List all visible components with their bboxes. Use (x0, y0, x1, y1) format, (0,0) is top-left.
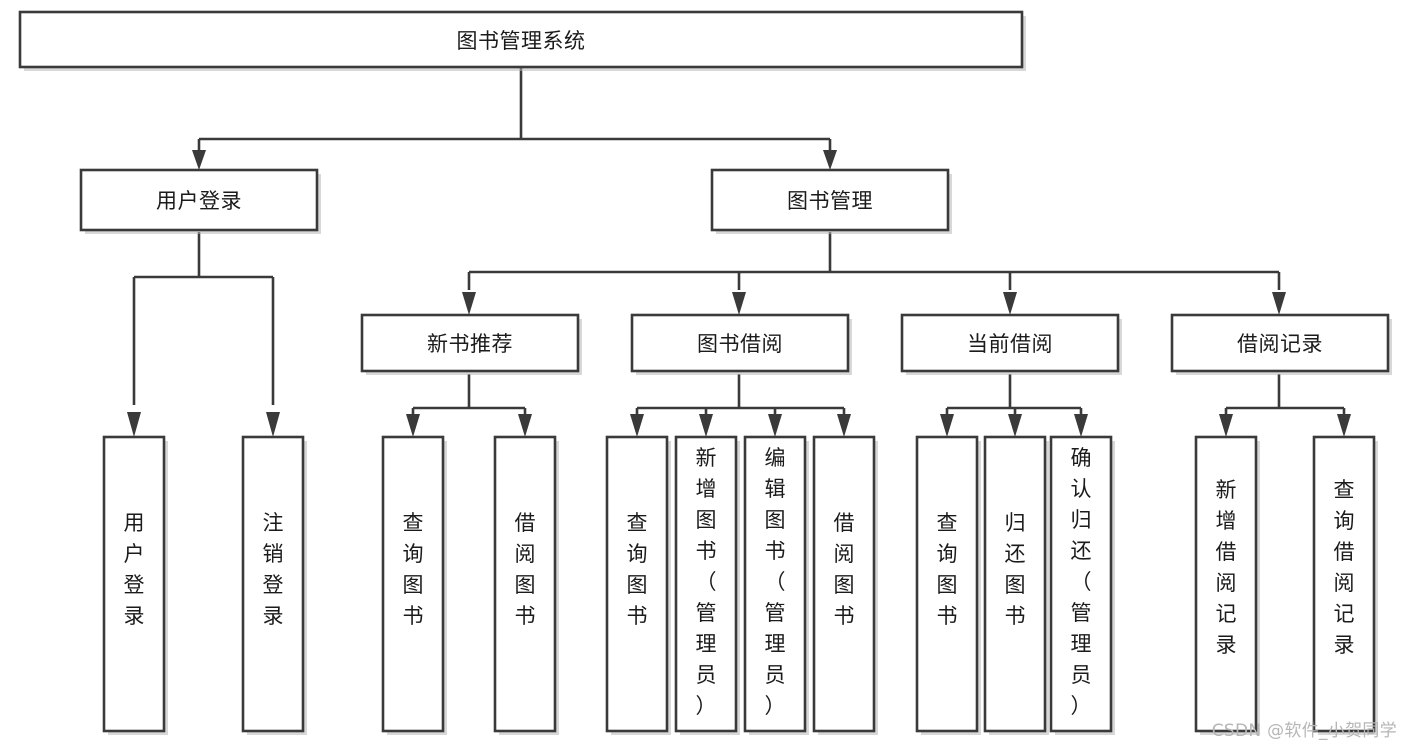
node-leaf-return-book[interactable]: 归还图书 (983, 435, 1049, 735)
node-user-login[interactable]: 用户登录 (79, 168, 321, 234)
leaf-nodes-layer: 用户登录 注销登录 查询图书 借阅图书 查询图书 (102, 435, 1378, 735)
node-borrow-record[interactable]: 借阅记录 (1170, 313, 1392, 375)
csdn-watermark: CSDN @软件_小贺同学 (1211, 721, 1397, 741)
node-root[interactable]: 图书管理系统 (18, 10, 1026, 71)
node-leaf-borrow-book-1-box[interactable] (493, 435, 557, 733)
node-current-borrow-label: 当前借阅 (967, 332, 1053, 356)
connector-layer (127, 68, 1351, 437)
node-leaf-borrow-book-2[interactable]: 借阅图书 (812, 435, 878, 735)
node-leaf-edit-book-box[interactable] (743, 435, 807, 733)
node-book-management-label: 图书管理 (787, 189, 873, 213)
node-leaf-add-book-label: 新增图书（管理员） (696, 446, 717, 718)
arrow-head-leaf-query-book-3 (940, 414, 954, 437)
node-leaf-query-book-3-label: 查询图书 (937, 511, 958, 628)
node-leaf-add-book[interactable]: 新增图书（管理员） (674, 435, 740, 735)
arrow-head-leaf-add-record (1219, 414, 1233, 437)
node-leaf-confirm-return[interactable]: 确认归还（管理员） (1049, 435, 1115, 735)
node-leaf-user-login-box[interactable] (102, 435, 166, 733)
node-leaf-add-record-label: 新增借阅记录 (1216, 478, 1237, 657)
node-leaf-borrow-book-1[interactable]: 借阅图书 (493, 435, 559, 735)
arrow-head-leaf-query-book-1 (406, 414, 420, 437)
node-leaf-logout[interactable]: 注销登录 (241, 435, 307, 735)
node-leaf-borrow-book-2-label: 借阅图书 (834, 511, 855, 628)
node-leaf-query-book-2-box[interactable] (605, 435, 669, 733)
node-leaf-query-book-1-box[interactable] (381, 435, 445, 733)
arrow-head-leaf-user-login (127, 412, 141, 437)
node-leaf-query-record-label: 查询借阅记录 (1334, 478, 1355, 657)
node-leaf-edit-book[interactable]: 编辑图书（管理员） (743, 435, 809, 735)
node-leaf-query-book-3-box[interactable] (915, 435, 979, 733)
arrow-head-leaf-query-book-2 (630, 414, 644, 437)
arrow-head-leaf-borrow-book-2 (837, 414, 851, 437)
node-root-box[interactable] (18, 10, 1024, 69)
arrow-head-user-login (192, 150, 206, 170)
node-leaf-borrow-book-2-box[interactable] (812, 435, 876, 733)
node-leaf-query-book-2[interactable]: 查询图书 (605, 435, 671, 735)
arrow-head-leaf-confirm-return (1074, 414, 1088, 437)
node-leaf-query-book-3[interactable]: 查询图书 (915, 435, 981, 735)
node-borrow-record-label: 借阅记录 (1237, 332, 1323, 356)
arrow-head-leaf-edit-book (768, 414, 782, 437)
node-user-login-label: 用户登录 (156, 189, 242, 213)
node-current-borrow[interactable]: 当前借阅 (900, 313, 1122, 375)
arrow-head-leaf-borrow-book-1 (518, 414, 532, 437)
node-leaf-query-book-1-label: 查询图书 (403, 511, 424, 628)
node-leaf-logout-label: 注销登录 (263, 511, 284, 628)
node-new-book-recommend-box[interactable] (360, 313, 580, 373)
node-new-book-recommend[interactable]: 新书推荐 (360, 313, 582, 375)
arrow-head-leaf-logout (266, 412, 280, 437)
node-new-book-recommend-label: 新书推荐 (427, 332, 513, 356)
node-book-borrow[interactable]: 图书借阅 (630, 313, 852, 375)
arrow-head-book-borrow (732, 292, 746, 315)
node-book-management-box[interactable] (710, 168, 950, 232)
node-leaf-add-record[interactable]: 新增借阅记录 (1194, 435, 1260, 735)
node-book-borrow-label: 图书借阅 (697, 332, 783, 356)
node-leaf-user-login[interactable]: 用户登录 (102, 435, 168, 735)
node-leaf-confirm-return-box[interactable] (1049, 435, 1113, 733)
node-leaf-user-login-label: 用户登录 (124, 511, 145, 628)
node-leaf-query-record[interactable]: 查询借阅记录 (1312, 435, 1378, 735)
node-leaf-borrow-book-1-label: 借阅图书 (515, 511, 536, 628)
node-leaf-logout-box[interactable] (241, 435, 305, 733)
node-leaf-add-book-box[interactable] (674, 435, 738, 733)
node-root-label: 图书管理系统 (457, 29, 586, 53)
node-leaf-edit-book-label: 编辑图书（管理员） (765, 446, 786, 718)
node-leaf-return-book-label: 归还图书 (1005, 511, 1026, 628)
node-leaf-query-book-2-label: 查询图书 (627, 511, 648, 628)
node-leaf-return-book-box[interactable] (983, 435, 1047, 733)
node-leaf-add-record-box[interactable] (1194, 435, 1258, 733)
node-user-login-box[interactable] (79, 168, 319, 232)
arrow-head-new-book-recommend (462, 292, 476, 315)
arrow-head-current-borrow (1003, 292, 1017, 315)
arrow-head-leaf-add-book (699, 414, 713, 437)
node-leaf-confirm-return-label: 确认归还（管理员） (1071, 446, 1092, 718)
node-leaf-query-record-box[interactable] (1312, 435, 1376, 733)
node-borrow-record-box[interactable] (1170, 313, 1390, 373)
node-book-management[interactable]: 图书管理 (710, 168, 952, 234)
arrow-head-book-management (823, 150, 837, 170)
node-current-borrow-box[interactable] (900, 313, 1120, 373)
node-leaf-query-book-1[interactable]: 查询图书 (381, 435, 447, 735)
node-book-borrow-box[interactable] (630, 313, 850, 373)
arrow-head-leaf-query-record (1337, 414, 1351, 437)
arrow-head-leaf-return-book (1008, 414, 1022, 437)
arrow-head-borrow-record (1272, 292, 1286, 315)
